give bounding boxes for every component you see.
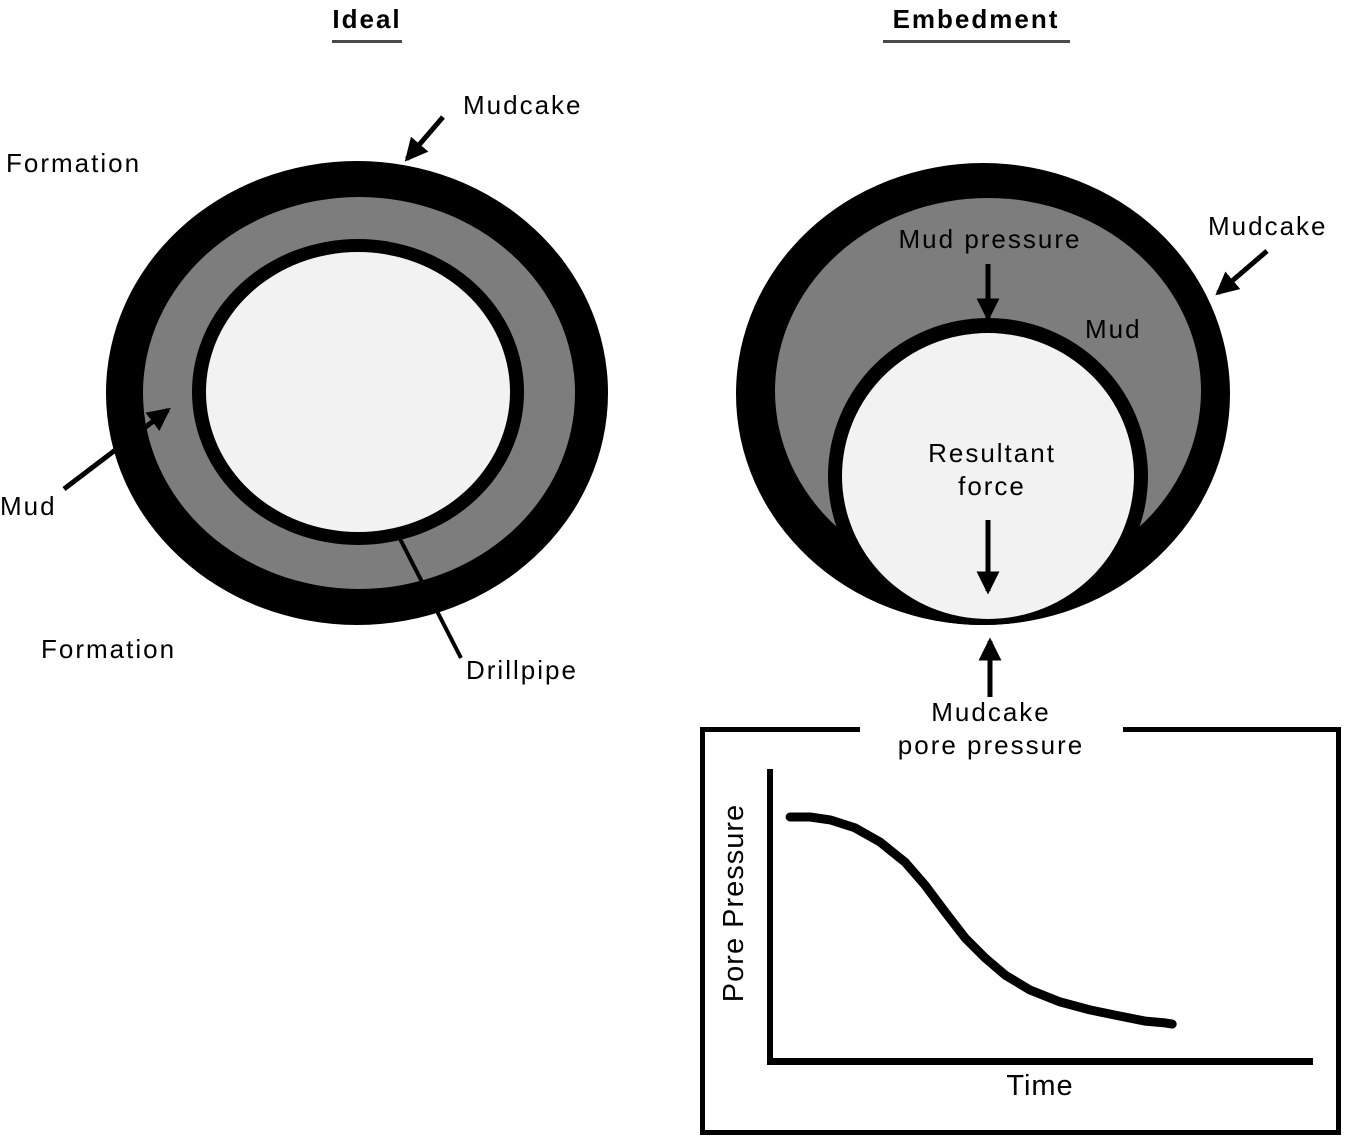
pore-pressure-curve [785,812,1177,1029]
resultant-force-line1: Resultant [928,438,1056,468]
embedded-drillpipe-bore [842,333,1134,619]
mudcake-pore-pressure-line2: pore pressure [897,730,1085,760]
mudcake-arrow [404,115,445,162]
formation-label-bottom: Formation [41,634,177,664]
resultant-force-line2: force [958,471,1026,501]
mud-pressure-label: Mud pressure [898,224,1082,254]
chart-border-right [1336,727,1341,1135]
mudcake-arrow [1215,249,1269,296]
y-axis-line [767,769,773,1065]
chart-border-top-left-segment [700,727,860,732]
y-axis-label: Pore Pressure [718,803,750,1003]
mud-label-left: Mud [0,491,57,521]
mudcake-label-right: Mudcake [1208,211,1328,241]
resultant-force-label: Resultant force [872,437,1112,503]
mud-arrow [62,407,171,491]
chart-border-bottom [700,1130,1341,1135]
pore-pressure-chart-frame [700,727,1341,1135]
mud-label-right: Mud [1085,314,1142,344]
x-axis-label: Time [1006,1070,1074,1102]
chart-border-left [700,727,705,1135]
embedment-wellbore-diagram [736,163,1269,697]
mudcake-pore-pressure-line1: Mudcake [931,697,1051,727]
x-axis-line [767,1058,1313,1065]
mudcake-label-left: Mudcake [463,90,583,120]
drillpipe-leader-line [396,534,463,659]
embedment-title: Embedment [892,4,1060,34]
chart-border-top-right-segment [1123,727,1341,732]
drillpipe-bore [206,252,510,532]
drillpipe-label: Drillpipe [466,655,578,685]
ideal-title: Ideal [332,4,402,34]
ideal-title-underline [332,40,402,43]
formation-label-top: Formation [6,148,142,178]
mudcake-pore-pressure-label: Mudcake pore pressure [841,696,1141,762]
embedment-title-underline [883,40,1070,43]
ideal-wellbore-diagram [62,115,608,659]
